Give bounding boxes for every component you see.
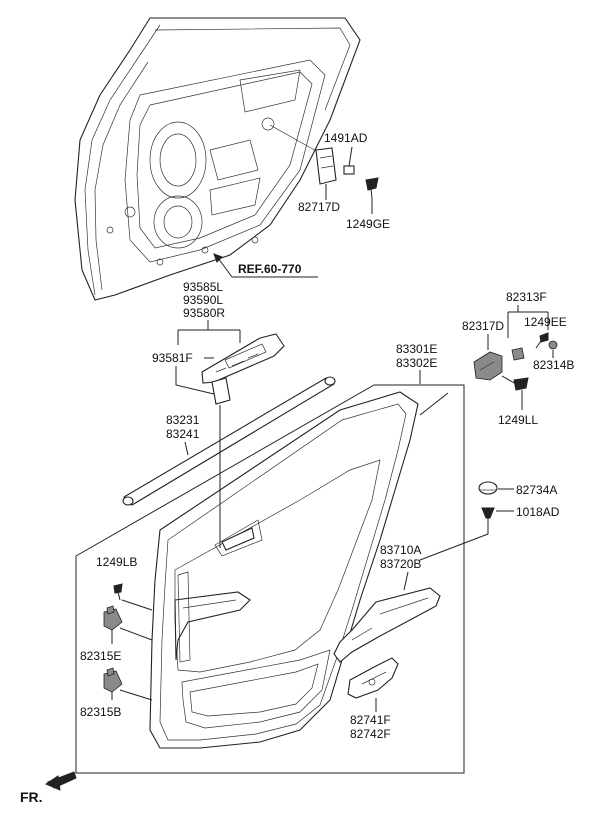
- door-inner-panel: [74, 17, 361, 301]
- label-93580R: 93580R: [183, 306, 225, 320]
- label-82314B: 82314B: [533, 358, 574, 372]
- label-82315E: 82315E: [80, 649, 121, 663]
- door-trim-panel: [149, 391, 419, 749]
- label-ref-60-770: REF.60-770: [238, 262, 302, 276]
- cap-82734A: [478, 481, 498, 495]
- nut-82313F: [511, 347, 525, 361]
- label-83720B: 83720B: [380, 557, 421, 571]
- pull-handle-bracket-82317D: [473, 351, 503, 381]
- label-83231: 83231: [166, 413, 200, 427]
- front-arrow-icon: [44, 771, 77, 791]
- label-93590L: 93590L: [183, 293, 223, 307]
- assembly-frame: [75, 384, 465, 774]
- label-82717D: 82717D: [298, 200, 340, 214]
- label-1249EE: 1249EE: [524, 315, 567, 329]
- label-93581F: 93581F: [152, 351, 193, 365]
- label-83301E: 83301E: [396, 342, 437, 356]
- screw-1249LB: [113, 583, 123, 601]
- label-1018AD: 1018AD: [516, 505, 560, 519]
- clip-1018AD: [481, 507, 495, 519]
- ref-arrow: [213, 253, 318, 278]
- label-83302E: 83302E: [396, 356, 437, 370]
- label-82317D: 82317D: [462, 319, 504, 333]
- label-83710A: 83710A: [380, 543, 421, 557]
- label-1491AD: 1491AD: [324, 131, 368, 145]
- label-fr: FR.: [20, 789, 43, 805]
- pull-handle-83710A: [333, 587, 441, 663]
- label-82313F: 82313F: [506, 290, 547, 304]
- screw-1249EE: [535, 332, 549, 349]
- label-83241: 83241: [166, 427, 200, 441]
- label-1249LL: 1249LL: [498, 413, 538, 427]
- label-82741F: 82741F: [350, 713, 391, 727]
- clip-82315B: [103, 667, 123, 693]
- clip-82315E: [103, 605, 123, 631]
- weatherstrip-83231: [122, 376, 336, 506]
- label-82734A: 82734A: [516, 483, 557, 497]
- bracket-82741F: [347, 657, 399, 699]
- label-1249LB: 1249LB: [96, 555, 137, 569]
- label-1249GE: 1249GE: [346, 217, 390, 231]
- label-93585L: 93585L: [183, 280, 223, 294]
- clip-82314B: [548, 340, 558, 350]
- bracket-82717D: [315, 147, 379, 199]
- power-window-switch-bezel: [201, 333, 285, 405]
- label-82315B: 82315B: [80, 705, 121, 719]
- screw-1249LL: [501, 375, 529, 391]
- label-82742F: 82742F: [350, 727, 391, 741]
